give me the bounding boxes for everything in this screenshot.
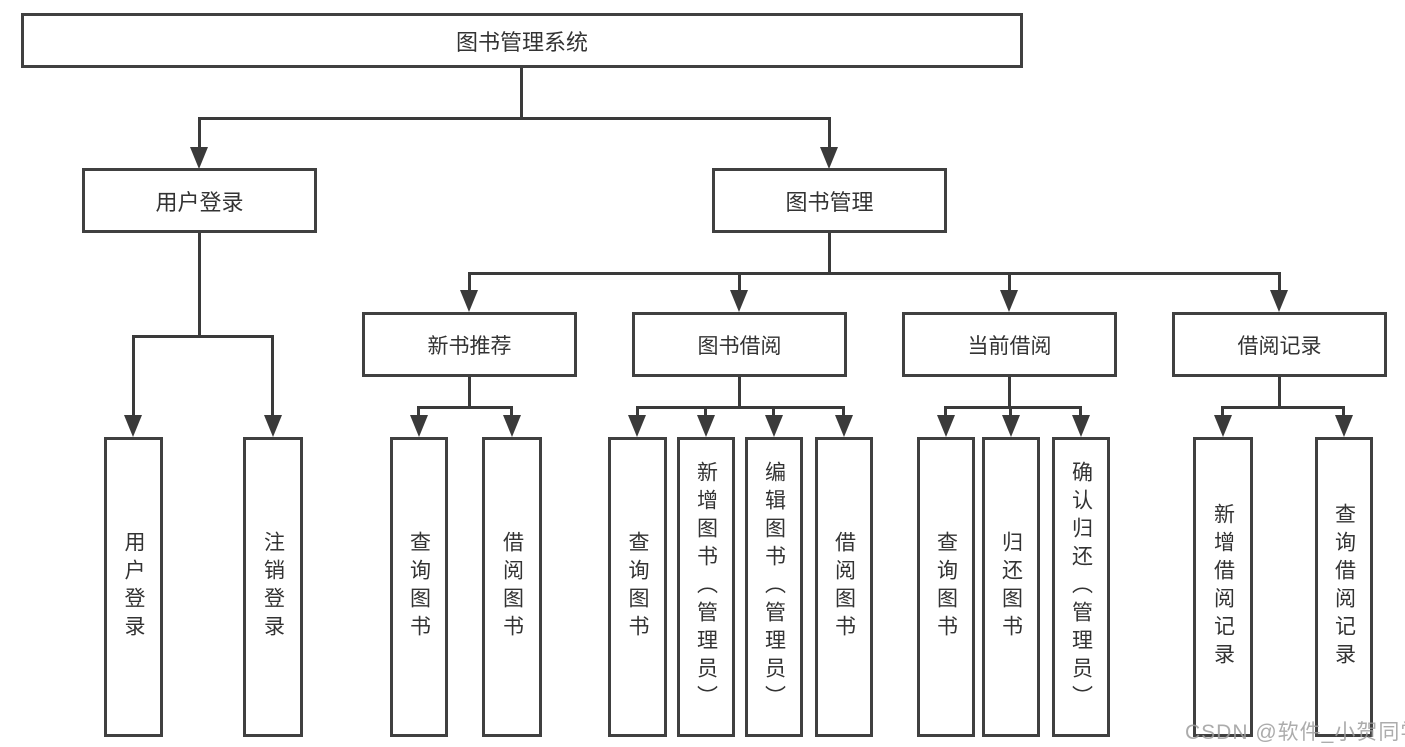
arrowhead-down-icon xyxy=(1000,290,1018,312)
connector-line xyxy=(1221,406,1345,409)
connector-line xyxy=(520,68,523,119)
leaf-user-login: 用户登录 xyxy=(104,437,163,737)
node-label: 归还图书 xyxy=(999,531,1023,643)
arrowhead-down-icon xyxy=(1002,415,1020,437)
connector-line xyxy=(417,406,420,419)
connector-line xyxy=(944,406,1082,409)
connector-line xyxy=(842,406,845,419)
connector-line xyxy=(944,406,947,419)
arrowhead-down-icon xyxy=(628,415,646,437)
leaf-query-books-recommend: 查询图书 xyxy=(390,437,448,737)
connector-line xyxy=(468,272,1281,275)
node-label: 图书借阅 xyxy=(697,334,782,358)
node-label: 借阅图书 xyxy=(832,531,856,643)
leaf-logout: 注销登录 xyxy=(243,437,303,737)
node-label: 查询借阅记录 xyxy=(1332,503,1356,671)
node-label: 新增图书（管理员） xyxy=(694,461,718,713)
connector-line xyxy=(1278,377,1281,408)
leaf-confirm-return-admin: 确认归还（管理员） xyxy=(1052,437,1110,737)
node-label: 借阅图书 xyxy=(500,531,524,643)
arrowhead-down-icon xyxy=(503,415,521,437)
leaf-add-book-admin: 新增图书（管理员） xyxy=(677,437,735,737)
connector-line xyxy=(198,233,201,337)
connector-line xyxy=(828,233,831,274)
leaf-return-book: 归还图书 xyxy=(982,437,1040,737)
arrowhead-down-icon xyxy=(264,415,282,437)
node-label: 确认归还（管理员） xyxy=(1069,461,1093,713)
connector-line xyxy=(1079,406,1082,419)
node-label: 查询图书 xyxy=(626,531,649,643)
arrowhead-down-icon xyxy=(460,290,478,312)
node-label: 借阅记录 xyxy=(1237,334,1322,358)
node-root: 图书管理系统 xyxy=(21,13,1023,68)
connector-line xyxy=(738,377,741,408)
node-label: 用户登录 xyxy=(155,189,244,215)
node-label: 查询图书 xyxy=(407,531,431,643)
connector-line xyxy=(1221,406,1224,419)
leaf-add-borrow-record: 新增借阅记录 xyxy=(1193,437,1253,737)
node-label: 图书管理系统 xyxy=(455,29,588,55)
arrowhead-down-icon xyxy=(1214,415,1232,437)
node-current-borrow: 当前借阅 xyxy=(902,312,1117,377)
leaf-edit-book-admin: 编辑图书（管理员） xyxy=(745,437,803,737)
node-label: 新书推荐 xyxy=(427,334,512,358)
leaf-query-books-current: 查询图书 xyxy=(917,437,975,737)
connector-line xyxy=(1342,406,1345,419)
node-label: 图书管理 xyxy=(785,189,874,215)
leaf-borrow-books-recommend: 借阅图书 xyxy=(482,437,542,737)
node-borrow-records: 借阅记录 xyxy=(1172,312,1387,377)
connector-line xyxy=(510,406,513,419)
node-label: 编辑图书（管理员） xyxy=(762,461,786,713)
leaf-query-books-borrow: 查询图书 xyxy=(608,437,667,737)
arrowhead-down-icon xyxy=(124,415,142,437)
arrowhead-down-icon xyxy=(190,147,208,169)
connector-line xyxy=(198,117,831,120)
csdn-watermark: CSDN @软件_小贺同学 xyxy=(1185,721,1405,744)
node-user-login: 用户登录 xyxy=(82,168,317,233)
connector-line xyxy=(417,406,513,409)
connector-line xyxy=(738,272,741,294)
arrowhead-down-icon xyxy=(820,147,838,169)
arrowhead-down-icon xyxy=(1072,415,1090,437)
connector-line xyxy=(132,335,135,418)
arrowhead-down-icon xyxy=(410,415,428,437)
leaf-borrow-books-borrow: 借阅图书 xyxy=(815,437,873,737)
node-label: 新增借阅记录 xyxy=(1211,503,1235,671)
node-label: 注销登录 xyxy=(261,531,285,643)
connector-line xyxy=(271,335,274,418)
connector-line xyxy=(468,377,471,408)
node-new-book-recommend: 新书推荐 xyxy=(362,312,577,377)
node-book-borrow: 图书借阅 xyxy=(632,312,847,377)
connector-line xyxy=(828,117,831,151)
connector-line xyxy=(198,117,201,151)
connector-line xyxy=(1008,272,1011,294)
arrowhead-down-icon xyxy=(835,415,853,437)
connector-line xyxy=(468,272,471,294)
arrowhead-down-icon xyxy=(730,290,748,312)
arrowhead-down-icon xyxy=(937,415,955,437)
leaf-query-borrow-record: 查询借阅记录 xyxy=(1315,437,1373,737)
node-label: 用户登录 xyxy=(122,531,145,643)
connector-line xyxy=(132,335,274,338)
connector-line xyxy=(1009,406,1012,419)
connector-line xyxy=(636,406,845,409)
arrowhead-down-icon xyxy=(765,415,783,437)
connector-line xyxy=(636,406,639,419)
node-label: 当前借阅 xyxy=(967,334,1052,358)
connector-line xyxy=(704,406,707,419)
connector-line xyxy=(1008,377,1011,408)
arrowhead-down-icon xyxy=(697,415,715,437)
arrowhead-down-icon xyxy=(1335,415,1353,437)
arrowhead-down-icon xyxy=(1270,290,1288,312)
connector-line xyxy=(772,406,775,419)
connector-line xyxy=(1278,272,1281,294)
node-book-management: 图书管理 xyxy=(712,168,947,233)
node-label: 查询图书 xyxy=(934,531,958,643)
